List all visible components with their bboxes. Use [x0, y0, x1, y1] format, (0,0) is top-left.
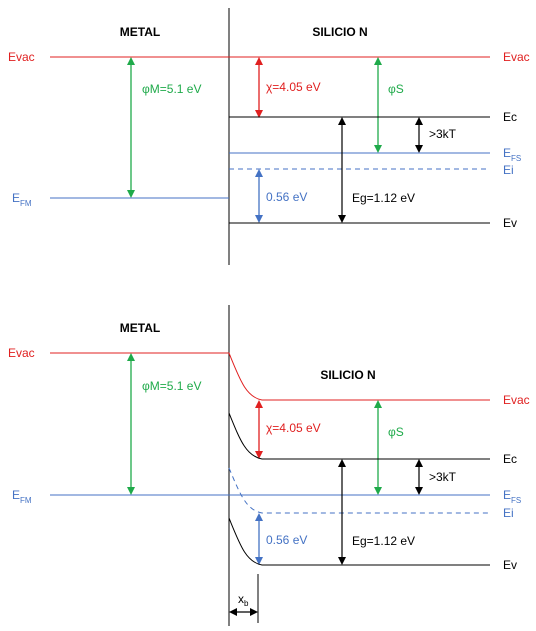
top-diagram: METAL SILICIO N Evac Evac φM=5.1 eV χ=4.… — [8, 8, 530, 265]
top-evac-right-label: Evac — [503, 50, 530, 64]
top-delta-ei-label: 0.56 eV — [266, 190, 307, 204]
bottom-diagram: METAL SILICIO N Evac Evac φM=5.1 eV χ=4.… — [8, 305, 530, 626]
bottom-efm-label: EFM — [12, 488, 32, 505]
top-ei-label: Ei — [503, 163, 514, 177]
bottom-delta-ei-label: 0.56 eV — [266, 533, 307, 547]
bottom-xb-label: xb — [238, 592, 249, 608]
bottom-ev-label: Ev — [503, 558, 517, 572]
bottom-ec-label: Ec — [503, 452, 517, 466]
bottom-phi-s-label: φS — [388, 425, 404, 439]
top-efs-label: EFS — [503, 146, 521, 163]
top-3kt-label: >3kT — [429, 127, 457, 141]
top-phi-m-label: φM=5.1 eV — [142, 82, 201, 96]
bottom-3kt-label: >3kT — [429, 470, 457, 484]
top-eg-label: Eg=1.12 eV — [352, 191, 415, 205]
bottom-efs-label: EFS — [503, 488, 521, 505]
top-ev-label: Ev — [503, 216, 517, 230]
bottom-silicon-label: SILICIO N — [320, 368, 375, 382]
top-silicon-label: SILICIO N — [312, 25, 367, 39]
bottom-evac-left-label: Evac — [8, 346, 35, 360]
bottom-phi-m-label: φM=5.1 eV — [142, 379, 201, 393]
top-metal-label: METAL — [120, 25, 160, 39]
bottom-eg-label: Eg=1.12 eV — [352, 534, 415, 548]
top-efm-label: EFM — [12, 191, 32, 208]
top-ec-label: Ec — [503, 110, 517, 124]
bottom-ei-line — [228, 467, 490, 514]
bottom-evac-right-label: Evac — [503, 393, 530, 407]
bottom-chi-label: χ=4.05 eV — [266, 421, 321, 435]
bottom-metal-label: METAL — [120, 321, 160, 335]
top-chi-label: χ=4.05 eV — [266, 80, 321, 94]
top-phi-s-label: φS — [388, 82, 404, 96]
bottom-evac-line — [50, 352, 490, 401]
bottom-ev-line — [228, 517, 490, 566]
top-evac-left-label: Evac — [8, 50, 35, 64]
bottom-ec-line — [228, 412, 490, 460]
bottom-ei-label: Ei — [503, 506, 514, 520]
